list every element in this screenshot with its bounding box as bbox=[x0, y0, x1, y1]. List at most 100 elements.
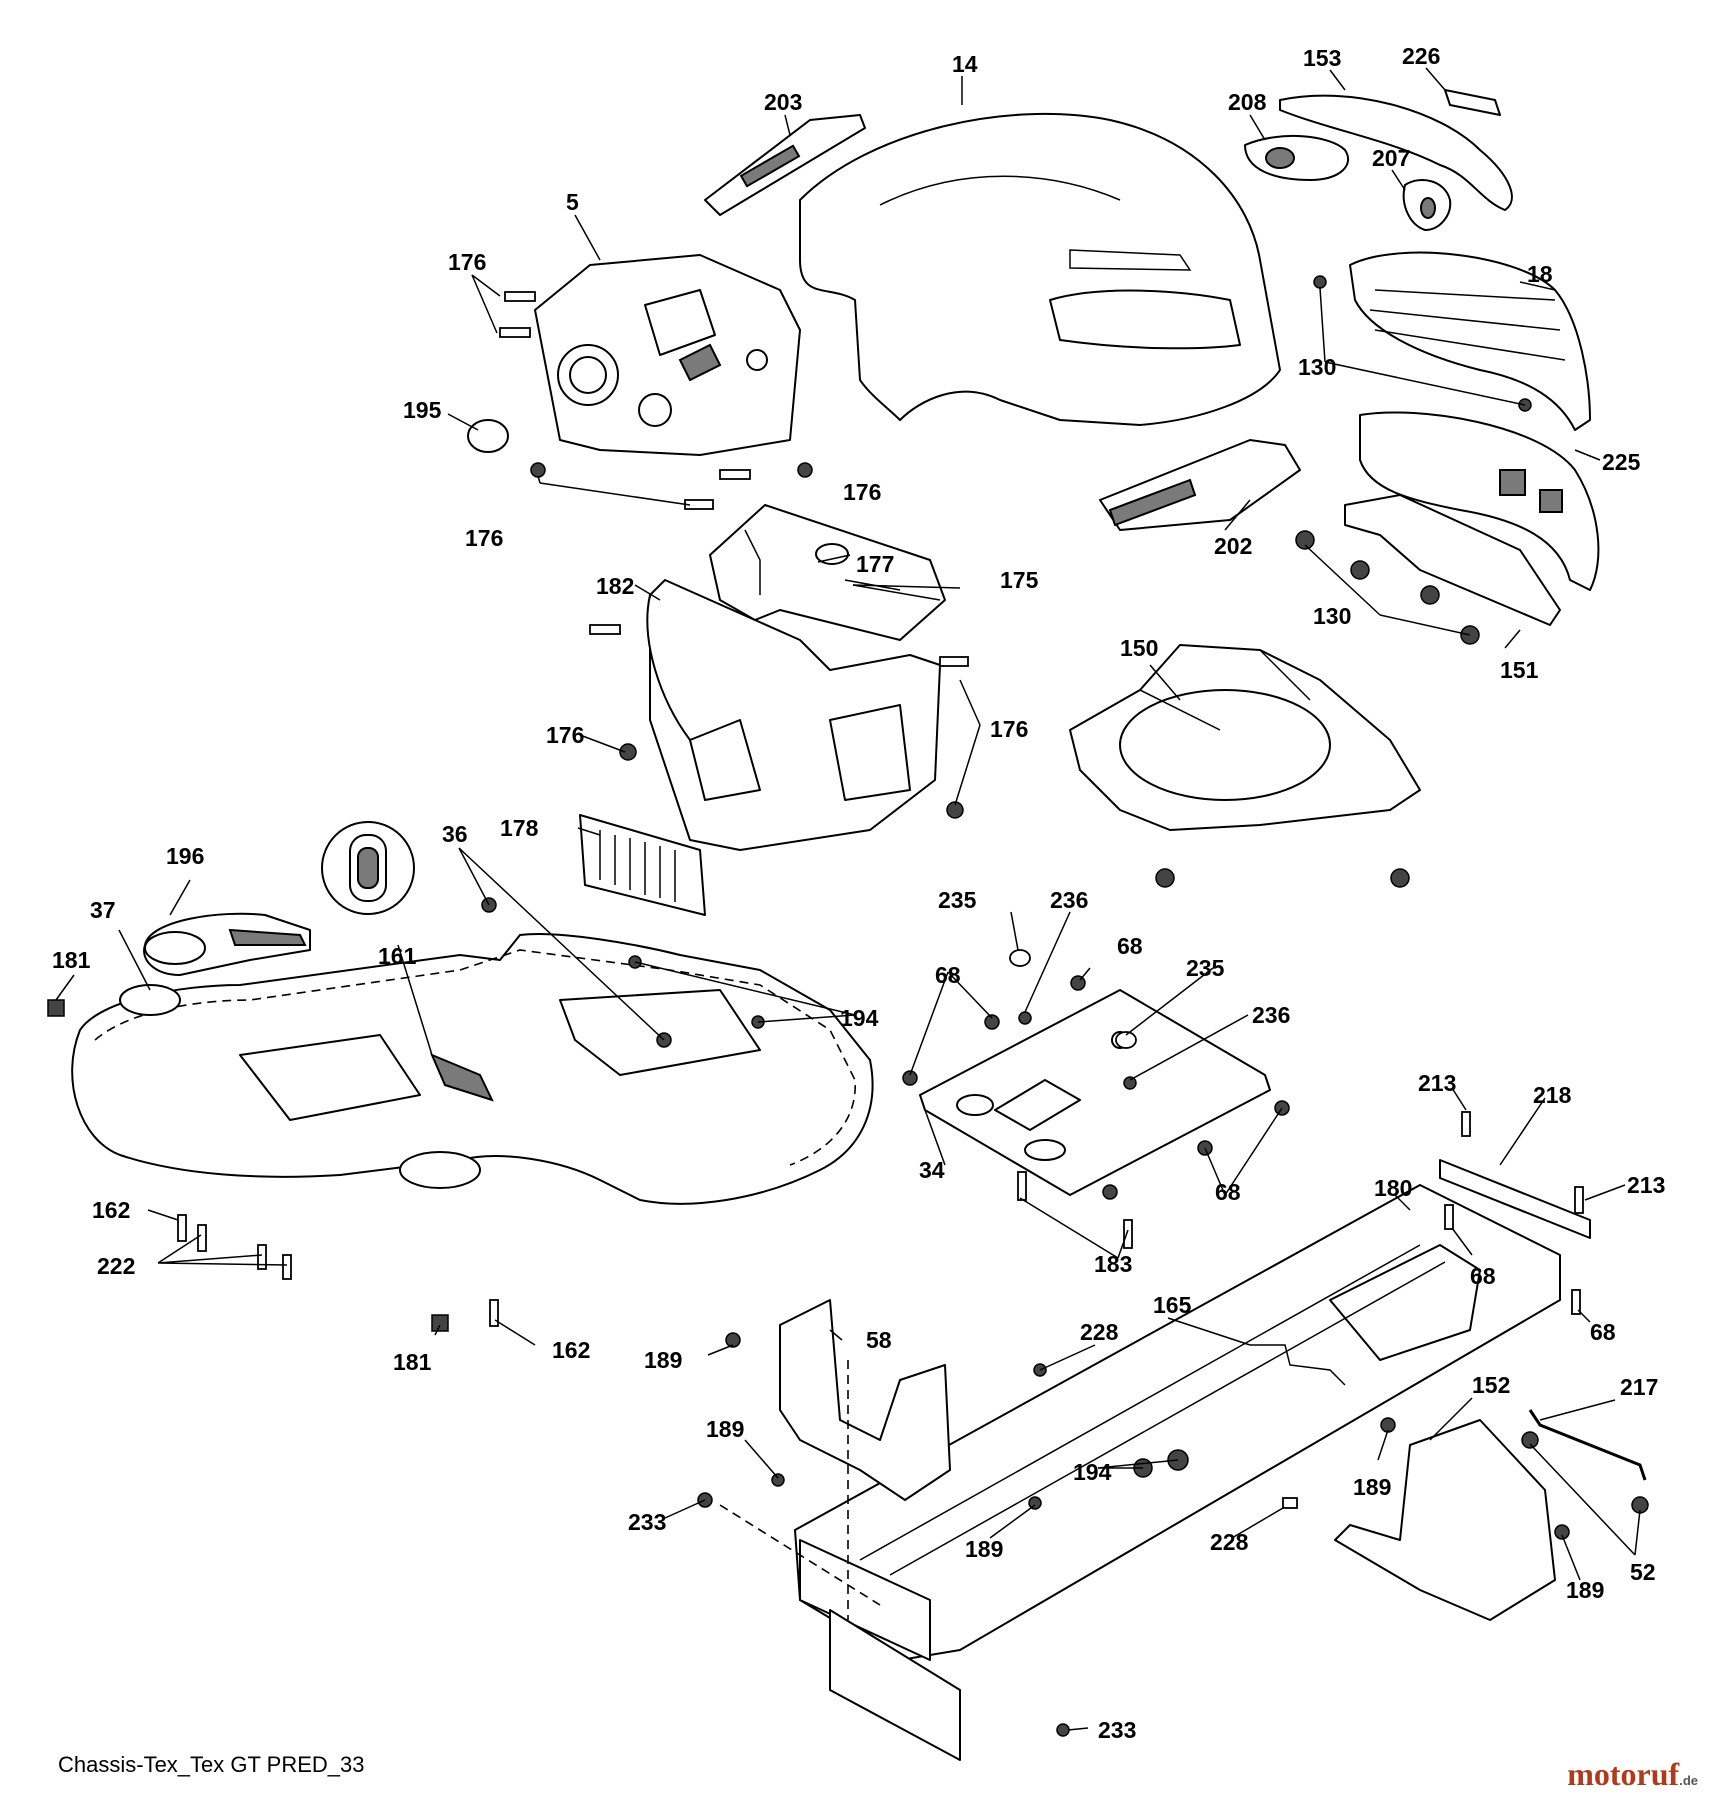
callout: 194 bbox=[1073, 1459, 1112, 1485]
hardware-130-screws bbox=[1155, 275, 1532, 888]
callout: 162 bbox=[552, 1337, 590, 1363]
hardware-176-bolts-a bbox=[499, 291, 536, 338]
callout: 202 bbox=[1214, 533, 1252, 559]
callout: 162 bbox=[92, 1197, 130, 1223]
callout: 176 bbox=[990, 716, 1028, 742]
callout: 233 bbox=[1098, 1717, 1136, 1743]
leader-lines bbox=[55, 67, 1641, 1731]
callout: 218 bbox=[1533, 1082, 1572, 1108]
callout: 181 bbox=[52, 947, 91, 973]
callout: 196 bbox=[166, 843, 204, 869]
part-console-182 bbox=[646, 579, 941, 851]
callout: 68 bbox=[1590, 1319, 1616, 1345]
callout: 36 bbox=[442, 821, 468, 847]
callout: 150 bbox=[1120, 635, 1158, 661]
part-161-inset bbox=[321, 821, 415, 915]
callout: 235 bbox=[1186, 955, 1225, 981]
callout: 217 bbox=[1620, 1374, 1658, 1400]
callout: 213 bbox=[1418, 1070, 1456, 1096]
part-bracket-58 bbox=[779, 1299, 951, 1501]
callout: 225 bbox=[1602, 449, 1641, 475]
brand-name: motoruf bbox=[1567, 1756, 1680, 1792]
part-153 bbox=[1279, 94, 1513, 211]
callout: 189 bbox=[1353, 1474, 1391, 1500]
part-shield-152 bbox=[1334, 1419, 1556, 1621]
hardware-52 bbox=[1521, 1431, 1649, 1514]
part-grille-178 bbox=[579, 814, 706, 916]
callout: 58 bbox=[866, 1327, 892, 1353]
callout: 233 bbox=[628, 1509, 666, 1535]
callout: 228 bbox=[1210, 1529, 1249, 1555]
part-cover-196 bbox=[143, 912, 311, 976]
callout: 195 bbox=[403, 397, 442, 423]
part-rod-217 bbox=[1528, 1409, 1647, 1481]
brand-suffix: .de bbox=[1679, 1773, 1698, 1788]
part-bracket-175 bbox=[709, 504, 946, 641]
callout: 151 bbox=[1500, 657, 1539, 683]
callout: 34 bbox=[919, 1157, 945, 1183]
callout: 52 bbox=[1630, 1559, 1656, 1585]
callout: 176 bbox=[546, 722, 584, 748]
callout: 18 bbox=[1527, 261, 1553, 287]
part-hood-14 bbox=[799, 112, 1281, 426]
callout: 14 bbox=[952, 51, 978, 77]
callout: 208 bbox=[1228, 89, 1267, 115]
callout: 176 bbox=[465, 525, 503, 551]
callout: 203 bbox=[764, 89, 802, 115]
callout: 194 bbox=[840, 1005, 879, 1031]
callout: 68 bbox=[1117, 933, 1143, 959]
callout: 177 bbox=[856, 551, 894, 577]
callout: 236 bbox=[1252, 1002, 1290, 1028]
callout: 68 bbox=[1215, 1179, 1241, 1205]
part-226 bbox=[1444, 89, 1501, 116]
guide-dashed bbox=[719, 1360, 881, 1620]
callout: 222 bbox=[97, 1253, 135, 1279]
part-161 bbox=[430, 1053, 494, 1102]
part-rod-165 bbox=[1250, 1344, 1346, 1386]
callout: 207 bbox=[1372, 145, 1410, 171]
callout: 228 bbox=[1080, 1319, 1119, 1345]
callout-labels: 14 153 226 203 208 207 5 176 18 195 130 … bbox=[52, 43, 1665, 1743]
callout: 182 bbox=[596, 573, 634, 599]
callout: 235 bbox=[938, 887, 977, 913]
callout: 153 bbox=[1303, 45, 1341, 71]
part-195 bbox=[467, 419, 509, 453]
callout: 180 bbox=[1374, 1175, 1412, 1201]
part-frame-180 bbox=[794, 1184, 1561, 1761]
part-208 bbox=[1244, 135, 1350, 181]
hardware-176-misc bbox=[530, 462, 969, 819]
callout: 161 bbox=[378, 943, 417, 969]
callout: 68 bbox=[1470, 1263, 1496, 1289]
callout: 68 bbox=[935, 962, 961, 988]
callout: 130 bbox=[1298, 354, 1336, 380]
callout: 5 bbox=[566, 189, 579, 215]
part-177 bbox=[815, 543, 849, 565]
callout: 189 bbox=[644, 1347, 682, 1373]
part-207 bbox=[1402, 179, 1452, 231]
part-bracket-151 bbox=[1344, 494, 1561, 626]
callout: 189 bbox=[965, 1536, 1003, 1562]
callout: 213 bbox=[1627, 1172, 1665, 1198]
callout: 152 bbox=[1472, 1372, 1510, 1398]
callout: 226 bbox=[1402, 43, 1440, 69]
callout: 189 bbox=[706, 1416, 744, 1442]
part-plate-34 bbox=[919, 989, 1271, 1196]
brand-logo[interactable]: motoruf.de bbox=[1567, 1756, 1698, 1793]
callout: 176 bbox=[843, 479, 881, 505]
callout: 236 bbox=[1050, 887, 1088, 913]
callout: 175 bbox=[1000, 567, 1039, 593]
part-203 bbox=[704, 114, 866, 216]
callout: 130 bbox=[1313, 603, 1351, 629]
part-bar-218 bbox=[1439, 1159, 1591, 1239]
callout: 181 bbox=[393, 1349, 432, 1375]
callout: 165 bbox=[1153, 1292, 1192, 1318]
part-housing-150 bbox=[1069, 644, 1421, 831]
callout: 178 bbox=[500, 815, 539, 841]
part-grille-18 bbox=[1349, 251, 1591, 431]
part-dash-5 bbox=[534, 254, 801, 456]
callout: 183 bbox=[1094, 1251, 1132, 1277]
callout: 189 bbox=[1566, 1577, 1604, 1603]
part-bumper-225 bbox=[1359, 411, 1600, 591]
callout: 176 bbox=[448, 249, 486, 275]
